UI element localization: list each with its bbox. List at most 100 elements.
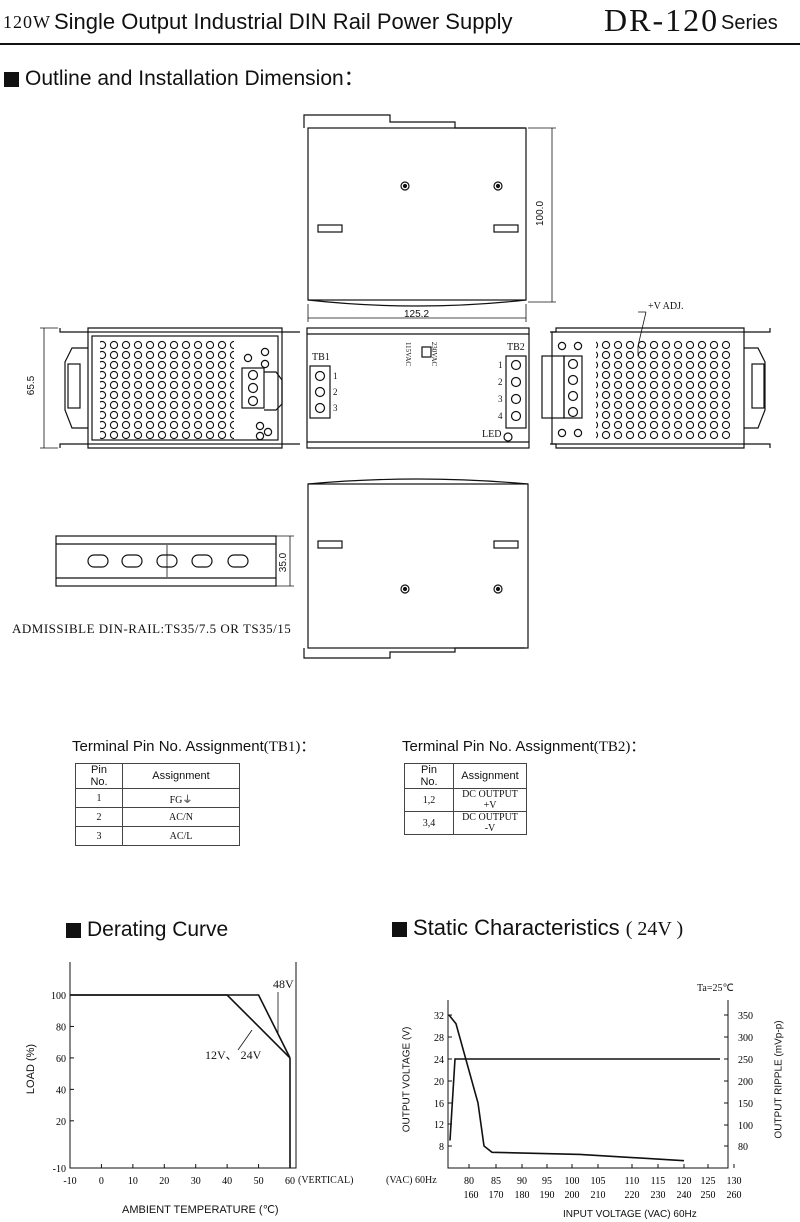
y-tick-label-left: 8 (439, 1142, 444, 1153)
y-tick-label-right: 300 (738, 1033, 753, 1044)
tb2-table-title: Terminal Pin No. Assignment(TB2)： (402, 735, 645, 756)
x-tick-label-top: 85 (491, 1176, 501, 1187)
outline-heading-text: Outline and Installation Dimension： (25, 67, 365, 90)
tb1-pin-1: 1 (333, 371, 338, 381)
x-tick-label-bottom: 230 (651, 1190, 666, 1201)
x-tick-label-top: 90 (517, 1176, 527, 1187)
tb1-table-title-text: Terminal Pin No. Assignment (72, 738, 264, 755)
x-tick-label: -10 (63, 1176, 76, 1187)
tb1-pin-3: 3 (333, 403, 338, 413)
wattage-label: 120W (3, 12, 51, 32)
tb2-pin-1: 1 (498, 360, 503, 370)
dim-width: 125.2 (404, 309, 430, 320)
y-tick-label: 20 (56, 1117, 66, 1128)
x-tick-label: 20 (159, 1176, 169, 1187)
x-tick-label-bottom: 160 (464, 1190, 479, 1201)
y-tick-label-left: 28 (434, 1033, 444, 1044)
x-tick-label-bottom: 190 (540, 1190, 555, 1201)
table-cell: DC OUTPUT -V (453, 811, 527, 835)
x-tick-label-bottom: 220 (625, 1190, 640, 1201)
y-tick-label: 40 (56, 1085, 66, 1096)
x-tick-label-top: 110 (625, 1176, 640, 1187)
tb2-pin-2: 2 (498, 377, 503, 387)
column-header: Pin No. (404, 763, 454, 789)
tb1-table-title: Terminal Pin No. Assignment(TB1)： (72, 735, 315, 756)
column-header: Pin No. (75, 763, 123, 789)
x-tick-label: 40 (222, 1176, 232, 1187)
y-tick-label-left: 32 (434, 1011, 444, 1022)
x-tick-label-top: 120 (677, 1176, 692, 1187)
derating-frame (69, 962, 297, 1169)
tb2-label: TB2 (507, 342, 525, 353)
x-tick-label-bottom: 180 (515, 1190, 530, 1201)
derating-heading-text: Derating Curve (87, 918, 229, 941)
x-tick-label: 30 (191, 1176, 201, 1187)
outline-heading: Outline and Installation Dimension： (4, 62, 365, 92)
tb1-label: TB1 (312, 352, 330, 363)
static-heading: Static Characteristics ( 24V ) (392, 915, 683, 941)
y-tick-label-left: 12 (434, 1120, 444, 1131)
table-cell: AC/L (122, 826, 240, 846)
x-tick-label: 0 (99, 1176, 104, 1187)
bullet-square-icon (392, 921, 407, 937)
series-label: Series (721, 12, 778, 34)
leader-12v (237, 1029, 253, 1051)
page-title: Single Output Industrial DIN Rail Power … (54, 9, 513, 34)
led-label: LED (482, 429, 502, 440)
x-tick-label-top: 115 (651, 1176, 666, 1187)
outline-drawing (40, 114, 771, 659)
top-view (303, 114, 556, 322)
derating-x-suffix: (VERTICAL) (298, 1175, 354, 1186)
x-tick-label: 50 (254, 1176, 264, 1187)
output-voltage-line (449, 1058, 720, 1141)
x-tick-label-bottom: 210 (591, 1190, 606, 1201)
y-tick-label-right: 200 (738, 1077, 753, 1088)
bullet-square-icon (4, 71, 19, 87)
left-side-view (40, 327, 300, 449)
x-tick-label-bottom: 170 (489, 1190, 504, 1201)
static-x-unit: (VAC) 60Hz (386, 1175, 437, 1186)
static-xlabel: INPUT VOLTAGE (VAC) 60Hz (563, 1209, 697, 1220)
y-tick-label: 80 (56, 1022, 66, 1033)
derating-xlabel: AMBIENT TEMPERATURE (℃) (122, 1204, 279, 1216)
x-tick-label: 60 (285, 1176, 295, 1187)
derating-heading: Derating Curve (66, 918, 228, 942)
label-12v-24v: 12V、 24V (205, 1048, 262, 1062)
x-tick-label-top: 105 (591, 1176, 606, 1187)
static-ylabel-right: OUTPUT RIPPLE (mVp-p) (773, 1020, 785, 1139)
front-view (306, 327, 530, 449)
y-tick-label-right: 350 (738, 1011, 753, 1022)
x-tick-label-top: 130 (727, 1176, 742, 1187)
right-side-view (541, 311, 771, 449)
y-tick-label: 100 (51, 991, 66, 1002)
header-rule (0, 43, 800, 45)
y-tick-label-right: 150 (738, 1099, 753, 1110)
x-tick-label-bottom: 240 (677, 1190, 692, 1201)
static-heading-suffix: ( 24V ) (625, 918, 684, 940)
series-line-12v-24v (70, 994, 291, 1059)
y-tick-label-left: 20 (434, 1077, 444, 1088)
model-name: DR-120 (604, 2, 720, 38)
label-48v: 48V (273, 977, 294, 991)
tb2-table-suffix: (TB2)： (593, 739, 646, 755)
y-tick-label-left: 24 (434, 1055, 444, 1066)
static-ylabel-left: OUTPUT VOLTAGE (V) (401, 1026, 413, 1133)
rail-note: ADMISSIBLE DIN-RAIL:TS35/7.5 OR TS35/15 (12, 621, 292, 636)
y-tick-label-left: 16 (434, 1099, 444, 1110)
x-tick-label-top: 125 (701, 1176, 716, 1187)
table-header-row: Pin No. Assignment (404, 763, 527, 789)
x-tick-label-bottom: 200 (565, 1190, 580, 1201)
x-tick-label-top: 95 (542, 1176, 552, 1187)
bottom-view (303, 478, 529, 659)
x-tick-label-bottom: 250 (701, 1190, 716, 1201)
tb1-table-suffix: (TB1)： (263, 739, 316, 755)
column-header: Assignment (122, 763, 240, 789)
ta-label: Ta=25℃ (697, 983, 734, 994)
x-tick-label: 10 (128, 1176, 138, 1187)
static-frame (447, 1000, 729, 1169)
tb1-pin-2: 2 (333, 387, 338, 397)
